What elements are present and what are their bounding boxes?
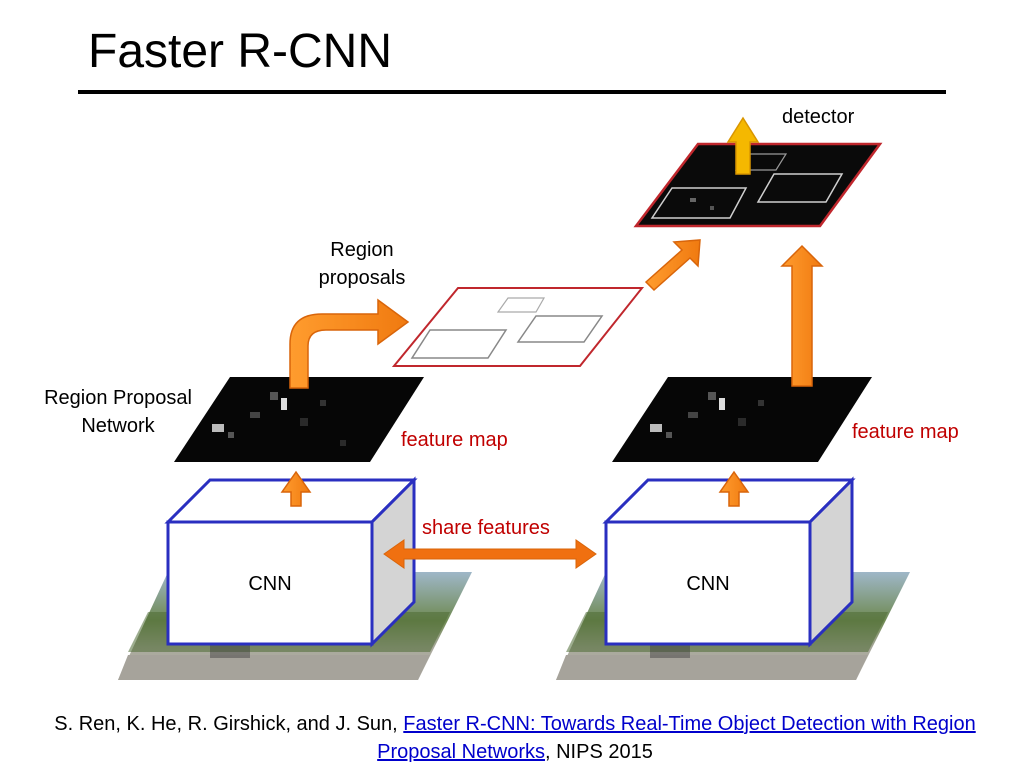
region-proposals-label: Region proposals <box>300 236 424 292</box>
cnn-right-label: CNN <box>686 573 730 595</box>
feature-map-left <box>174 377 424 462</box>
rpn-to-proposals-arrow <box>289 298 410 389</box>
rpn-label: Region Proposal Network <box>28 384 208 440</box>
proposals-to-detector-arrow <box>644 239 701 292</box>
featuremap-to-detector-arrow <box>780 244 824 387</box>
cnn-box-left <box>164 476 418 648</box>
detector-output-arrow <box>726 116 760 175</box>
citation-authors: S. Ren, K. He, R. Girshick, and J. Sun, <box>54 713 404 735</box>
share-features-label: share features <box>422 517 550 539</box>
title-underline <box>78 90 946 94</box>
paper-link[interactable]: Faster R-CNN: Towards Real-Time Object D… <box>377 713 976 763</box>
region-proposals-label-line1: Region <box>330 239 394 261</box>
rpn-label-line2: Network <box>81 415 155 437</box>
slide-title: Faster R-CNN <box>88 25 393 78</box>
cnn-left-label: CNN <box>248 573 292 595</box>
feature-map-left-label: feature map <box>401 429 508 451</box>
feature-map-right <box>612 377 872 462</box>
feature-map-right-label: feature map <box>852 421 959 443</box>
citation: S. Ren, K. He, R. Girshick, and J. Sun, … <box>20 710 1010 766</box>
detector-label: detector <box>782 106 855 128</box>
detector-plane <box>633 142 883 228</box>
cnn-to-featuremap-arrow-right <box>718 470 750 507</box>
citation-venue: , NIPS 2015 <box>545 741 653 763</box>
share-features-arrow <box>383 539 597 569</box>
region-proposals-plane <box>391 287 645 367</box>
region-proposals-label-line2: proposals <box>318 267 406 289</box>
cnn-to-featuremap-arrow-left <box>280 470 312 507</box>
rpn-label-line1: Region Proposal <box>44 387 192 409</box>
